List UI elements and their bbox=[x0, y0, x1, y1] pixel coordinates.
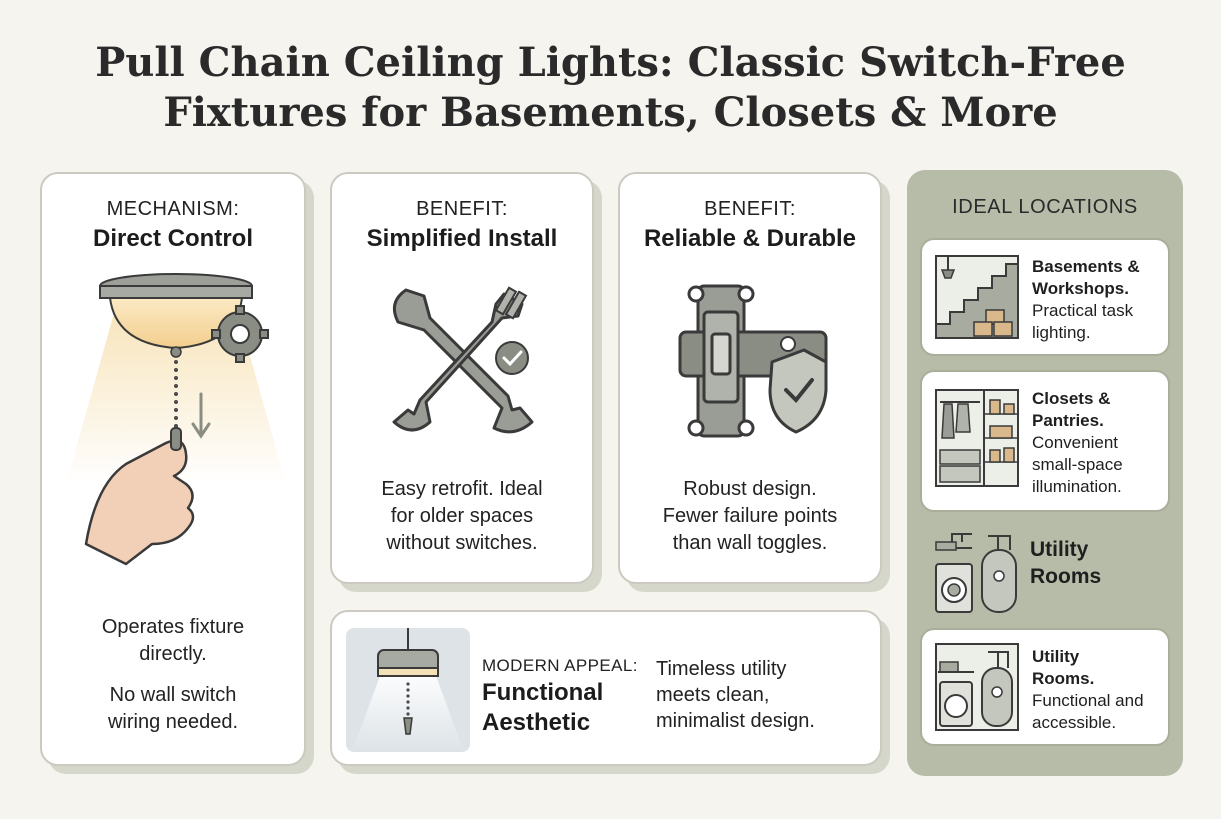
desc-line: Robust design. bbox=[683, 478, 817, 500]
desc-line: directly. bbox=[139, 643, 207, 665]
card-desc-1: Operates fixture directly. bbox=[42, 614, 304, 668]
pendant-lamp-icon bbox=[352, 628, 464, 752]
headline-line: Functional bbox=[482, 679, 604, 706]
desc-line: meets clean, bbox=[656, 684, 770, 706]
location-desc-line: Functional and bbox=[1032, 691, 1144, 710]
card-desc-2: No wall switch wiring needed. bbox=[42, 682, 304, 736]
card-headline: Direct Control bbox=[92, 225, 253, 252]
closet-icon bbox=[935, 389, 1019, 487]
location-title-line: Workshops. bbox=[1032, 279, 1129, 298]
location-desc-line: lighting. bbox=[1032, 323, 1091, 342]
location-desc-line: illumination. bbox=[1032, 477, 1122, 496]
wrench-icon bbox=[392, 286, 534, 434]
location-desc-line: accessible. bbox=[1032, 713, 1117, 732]
desc-line: Operates fixture bbox=[101, 616, 245, 638]
card-reliable-durable: BENEFIT: Reliable & Durable Robust desig… bbox=[618, 172, 882, 584]
basement-stairs-icon bbox=[935, 255, 1019, 339]
modern-kicker: MODERN APPEAL: bbox=[482, 656, 638, 675]
location-text: Closets & Pantries. Convenient small-spa… bbox=[1032, 388, 1123, 498]
desc-line: for older spaces bbox=[390, 505, 534, 527]
card-headline: Simplified Install bbox=[366, 225, 558, 252]
location-title-line: Closets & bbox=[1032, 389, 1111, 408]
card-headline: Reliable & Durable bbox=[643, 225, 857, 252]
location-title-line: Utility bbox=[1030, 538, 1089, 561]
card-kicker: BENEFIT: bbox=[416, 198, 508, 220]
location-item-utility-rooms: Utility Rooms. Functional and accessible… bbox=[920, 628, 1170, 746]
card-modern-appeal: MODERN APPEAL: Functional Aesthetic Time… bbox=[330, 610, 882, 766]
card-kicker: BENEFIT: bbox=[704, 198, 796, 220]
location-title-line: Rooms. bbox=[1032, 669, 1095, 688]
card-desc: Easy retrofit. Ideal for older spaces wi… bbox=[332, 476, 592, 557]
switch-shield-icon bbox=[678, 284, 828, 438]
desc-line: Fewer failure points bbox=[662, 505, 838, 527]
card-kicker: MECHANISM: bbox=[106, 198, 240, 220]
card-mechanism: MECHANISM: Direct Control bbox=[40, 172, 306, 766]
location-desc-line: Practical task bbox=[1032, 301, 1134, 320]
desc-line: No wall switch bbox=[109, 684, 237, 706]
pull-chain-light-icon bbox=[66, 273, 286, 566]
modern-headline: Functional Aesthetic bbox=[482, 678, 603, 738]
title-line-2: Fixtures for Basements, Closets & More bbox=[163, 89, 1058, 136]
desc-line: minimalist design. bbox=[656, 710, 815, 732]
desc-line: Easy retrofit. Ideal bbox=[381, 478, 543, 500]
location-desc-line: Convenient bbox=[1032, 433, 1119, 452]
desc-line: than wall toggles. bbox=[672, 532, 828, 554]
title-line-1: Pull Chain Ceiling Lights: Classic Switc… bbox=[95, 39, 1126, 86]
pendant-lamp-thumbnail bbox=[346, 628, 470, 752]
location-title-line: Basements & bbox=[1032, 257, 1140, 276]
desc-line: wiring needed. bbox=[107, 711, 239, 733]
location-title-line: Utility bbox=[1032, 647, 1080, 666]
location-item-utility-rooms-plain: Utility Rooms bbox=[920, 524, 1170, 624]
location-item-closets: Closets & Pantries. Convenient small-spa… bbox=[920, 370, 1170, 512]
modern-desc: Timeless utility meets clean, minimalist… bbox=[656, 656, 815, 734]
ideal-locations-panel: IDEAL LOCATIONS Basements & Workshops. P… bbox=[907, 170, 1183, 776]
desc-line: Timeless utility bbox=[656, 658, 787, 680]
panel-title: IDEAL LOCATIONS bbox=[952, 196, 1138, 218]
location-text: Utility Rooms. Functional and accessible… bbox=[1032, 646, 1144, 734]
headline-line: Aesthetic bbox=[482, 709, 591, 736]
location-title-line: Pantries. bbox=[1032, 411, 1104, 430]
location-desc-line: small-space bbox=[1032, 455, 1123, 474]
utility-room-icon bbox=[935, 533, 1017, 613]
card-simplified-install: BENEFIT: Simplified Install Easy retrofi… bbox=[330, 172, 594, 584]
location-item-basements: Basements & Workshops. Practical task li… bbox=[920, 238, 1170, 356]
card-desc: Robust design. Fewer failure points than… bbox=[620, 476, 880, 557]
location-text: Utility Rooms bbox=[1030, 536, 1101, 590]
utility-room-icon bbox=[935, 643, 1019, 731]
desc-line: without switches. bbox=[386, 532, 538, 554]
location-title-line: Rooms bbox=[1030, 565, 1102, 588]
location-text: Basements & Workshops. Practical task li… bbox=[1032, 256, 1140, 344]
page-title: Pull Chain Ceiling Lights: Classic Switc… bbox=[0, 38, 1221, 138]
